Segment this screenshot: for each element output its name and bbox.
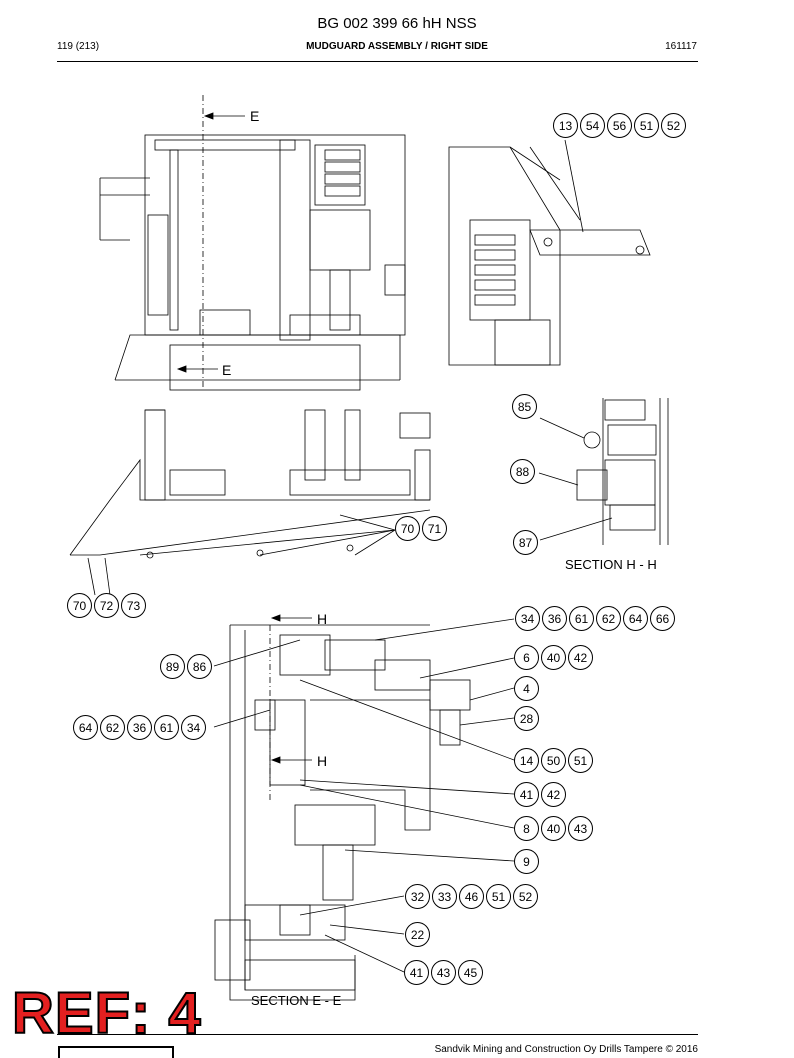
callout-bubble: 61 [154,715,179,740]
callout-bubble: 54 [580,113,605,138]
callout-13-54-56-51-52: 13 54 56 51 52 [553,113,688,138]
callout-bubble: 62 [100,715,125,740]
page-number: 119 (213) [57,41,100,52]
callout-34-36-61-62-64-66: 34 36 61 62 64 66 [515,606,677,631]
view-section-ee [213,614,515,1001]
callout-bubble: 36 [127,715,152,740]
callout-bubble: 14 [514,748,539,773]
callout-bubble: 89 [160,654,185,679]
callout-32-33-46-51-52: 32 33 46 51 52 [405,884,540,909]
callout-bubble: 64 [73,715,98,740]
header-divider [57,61,698,62]
callout-88: 88 [510,459,537,484]
section-hh-caption: SECTION H - H [565,557,657,572]
callout-bubble: 52 [513,884,538,909]
callout-bubble: 62 [596,606,621,631]
callout-28: 28 [514,706,541,731]
callout-bubble: 73 [121,593,146,618]
callout-9: 9 [514,849,541,874]
footer-copyright: Sandvik Mining and Construction Oy Drill… [434,1044,698,1055]
callout-bubble: 28 [514,706,539,731]
callout-85: 85 [512,394,539,419]
view-top-right [448,139,651,366]
ref-stamp: REF: 4 [11,981,202,1046]
callout-6-40-42: 6 40 42 [514,645,595,670]
callout-22: 22 [405,922,432,947]
callout-bubble: 66 [650,606,675,631]
callout-bubble: 64 [623,606,648,631]
callout-bubble: 43 [431,960,456,985]
footer-logo-box [58,1046,174,1058]
callout-bubble: 43 [568,816,593,841]
callout-87: 87 [513,530,540,555]
callout-bubble: 32 [405,884,430,909]
document-date: 161117 [665,41,697,52]
callout-64-62-36-61-34: 64 62 36 61 34 [73,715,208,740]
callout-bubble: 61 [569,606,594,631]
view-top-left [99,95,406,391]
callout-41-42: 41 42 [514,782,568,807]
callout-bubble: 42 [568,645,593,670]
callout-bubble: 51 [568,748,593,773]
callout-bubble: 51 [486,884,511,909]
document-title: BG 002 399 66 hH NSS [317,15,477,32]
callout-bubble: 87 [513,530,538,555]
callout-bubble: 34 [515,606,540,631]
footer-divider [57,1034,698,1035]
section-ee-caption: SECTION E - E [251,993,342,1008]
callout-bubble: 13 [553,113,578,138]
callout-bubble: 86 [187,654,212,679]
callout-bubble: 70 [67,593,92,618]
callout-bubble: 50 [541,748,566,773]
callout-bubble: 9 [514,849,539,874]
callout-bubble: 41 [514,782,539,807]
callout-bubble: 51 [634,113,659,138]
callout-bubble: 40 [541,816,566,841]
callout-70-72-73: 70 72 73 [67,593,148,618]
callout-bubble: 70 [395,516,420,541]
callout-bubble: 56 [607,113,632,138]
callout-14-50-51: 14 50 51 [514,748,595,773]
callout-bubble: 85 [512,394,537,419]
section-marker-e-bottom: E [222,362,232,378]
callout-bubble: 36 [542,606,567,631]
callout-70-71: 70 71 [395,516,449,541]
callout-bubble: 52 [661,113,686,138]
section-title: MUDGUARD ASSEMBLY / RIGHT SIDE [306,41,488,52]
callout-bubble: 6 [514,645,539,670]
callout-41-43-45: 41 43 45 [404,960,485,985]
callout-bubble: 40 [541,645,566,670]
view-section-hh [538,398,669,545]
section-marker-h-top: H [317,611,328,627]
callout-bubble: 45 [458,960,483,985]
view-middle-left [69,409,431,596]
callout-bubble: 42 [541,782,566,807]
callout-bubble: 41 [404,960,429,985]
callout-8-40-43: 8 40 43 [514,816,595,841]
callout-89-86: 89 86 [160,654,214,679]
callout-bubble: 33 [432,884,457,909]
callout-bubble: 88 [510,459,535,484]
callout-bubble: 34 [181,715,206,740]
callout-bubble: 22 [405,922,430,947]
callout-bubble: 8 [514,816,539,841]
callout-bubble: 46 [459,884,484,909]
callout-4: 4 [514,676,541,701]
callout-bubble: 71 [422,516,447,541]
section-marker-h-bottom: H [317,753,328,769]
section-marker-e-top: E [250,108,260,124]
callout-bubble: 72 [94,593,119,618]
callout-bubble: 4 [514,676,539,701]
